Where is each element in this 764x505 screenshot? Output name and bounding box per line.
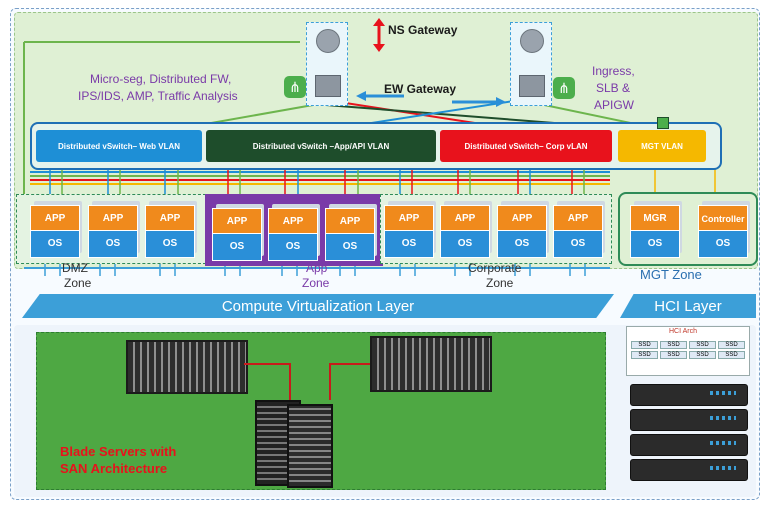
ingress-line3: APIGW — [594, 98, 635, 112]
blade-servers-label-1: Blade Servers with — [60, 444, 177, 459]
compute-virtualization-layer: Compute Virtualization Layer — [22, 294, 614, 318]
dmz-zone-label-1: DMZ — [62, 261, 88, 275]
ew-gateway-label: EW Gateway — [384, 82, 457, 96]
right-loadbalancer-icon: ⋔ — [553, 77, 575, 99]
security-services-line1: Micro-seg, Distributed FW, — [90, 72, 232, 86]
app-zone-label-1: App — [306, 261, 328, 275]
app-zone-label-2: Zone — [302, 276, 330, 290]
hci-arch-title: HCI Arch — [669, 328, 698, 335]
blade-servers-label-2: SAN Architecture — [60, 461, 168, 476]
mgt-port-icon — [657, 117, 669, 129]
ns-gateway-router-right — [510, 22, 552, 106]
ssd-grid: SSD SSD SSD SSD SSD SSD SSD SSD — [631, 341, 745, 371]
hci-layer: HCI Layer — [620, 294, 756, 318]
rack-server-left-icon — [126, 340, 248, 394]
dmz-zone-label-2: Zone — [64, 276, 92, 290]
firewall-icon — [519, 75, 545, 97]
corp-zone-label-2: Zone — [486, 276, 514, 290]
vlan-web: Distributed vSwitch– Web VLAN — [36, 130, 202, 162]
blade-chassis-2-icon — [287, 404, 333, 488]
left-loadbalancer-icon: ⋔ — [284, 76, 306, 98]
ew-arrows-icon — [356, 91, 506, 107]
hci-arch-diagram: HCI Arch SSD SSD SSD SSD SSD SSD SSD SSD — [626, 326, 750, 376]
firewall-icon — [315, 75, 341, 97]
vlan-mgt: MGT VLAN — [618, 130, 706, 162]
vlan-app-api: Distributed vSwitch –App/API VLAN — [206, 130, 436, 162]
hci-node-stack-icon — [630, 384, 748, 481]
ns-arrow-icon — [373, 18, 385, 52]
rack-server-right-icon — [370, 336, 492, 392]
ingress-line1: Ingress, — [592, 64, 635, 78]
router-icon — [316, 29, 340, 53]
mgt-zone-label: MGT Zone — [640, 267, 702, 282]
security-services-line2: IPS/IDS, AMP, Traffic Analysis — [78, 89, 238, 103]
router-icon — [520, 29, 544, 53]
vlan-corp: Distributed vSwitch– Corp vLAN — [440, 130, 612, 162]
ns-gateway-label: NS Gateway — [388, 23, 458, 37]
corp-zone-label-1: Corporate — [468, 261, 522, 275]
ns-gateway-router-left — [306, 22, 348, 106]
ingress-line2: SLB & — [596, 81, 631, 95]
